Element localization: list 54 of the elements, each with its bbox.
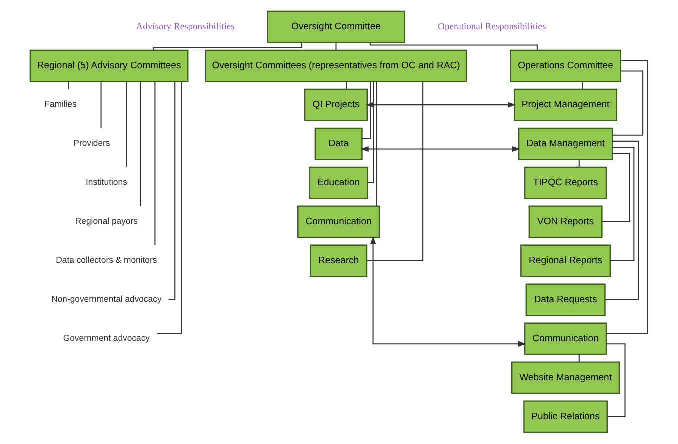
arrow (360, 146, 520, 152)
arrow (366, 102, 516, 108)
node-box: Oversight Committee (267, 10, 406, 44)
node-box: Communication (524, 322, 608, 356)
label: Advisory Responsibilities (136, 22, 235, 33)
node-box: Oversight Committees (representatives from OC and RAC) (205, 50, 468, 82)
connector (153, 42, 303, 50)
node-text: Institutions (86, 177, 128, 188)
connector (612, 70, 644, 136)
node-box: Research (310, 244, 368, 278)
node-box: VON Reports (528, 206, 603, 238)
node-text: Families (44, 99, 77, 110)
connector (336, 42, 337, 50)
connector (140, 82, 141, 206)
connector (606, 60, 648, 334)
connector (368, 82, 374, 184)
connector (602, 153, 630, 223)
connector (362, 82, 372, 140)
connector (68, 82, 70, 90)
connector (346, 82, 348, 90)
connector (370, 42, 538, 50)
connector (126, 82, 128, 168)
node-box: Communication (298, 206, 380, 238)
connector (376, 82, 378, 206)
connector (578, 354, 580, 362)
connector (154, 82, 156, 246)
node-text: Regional payors (75, 216, 138, 226)
node-box: Regional (5) Advisory Committees (30, 50, 189, 82)
node-text: Data collectors & monitors (56, 255, 158, 266)
node-box: Data Requests (526, 284, 606, 316)
node-box: Operations Committee (510, 50, 622, 82)
connector (158, 82, 182, 334)
connector (367, 82, 424, 262)
node-box: QI Projects (304, 88, 368, 122)
node-box: Education (309, 166, 368, 200)
connector (610, 146, 635, 262)
node-box: TIPQC Reports (524, 166, 608, 200)
node-box: Data (314, 128, 363, 160)
node-box: Website Management (511, 362, 620, 394)
node-box: Project Management (514, 88, 618, 122)
connector (100, 82, 102, 128)
node-text: Non-governmental advocacy (52, 294, 162, 304)
label: Operational Responsibilities (438, 22, 546, 33)
connector (606, 140, 640, 300)
arrow (370, 236, 527, 347)
node-text: Government advocacy (63, 333, 150, 344)
node-text: Providers (74, 138, 110, 148)
connector (168, 82, 176, 300)
connector (606, 344, 626, 418)
connector (582, 82, 584, 90)
node-box: Public Relations (524, 400, 608, 434)
connector (578, 160, 580, 168)
node-box: Data Management (518, 128, 614, 160)
node-box: Regional Reports (520, 244, 612, 278)
